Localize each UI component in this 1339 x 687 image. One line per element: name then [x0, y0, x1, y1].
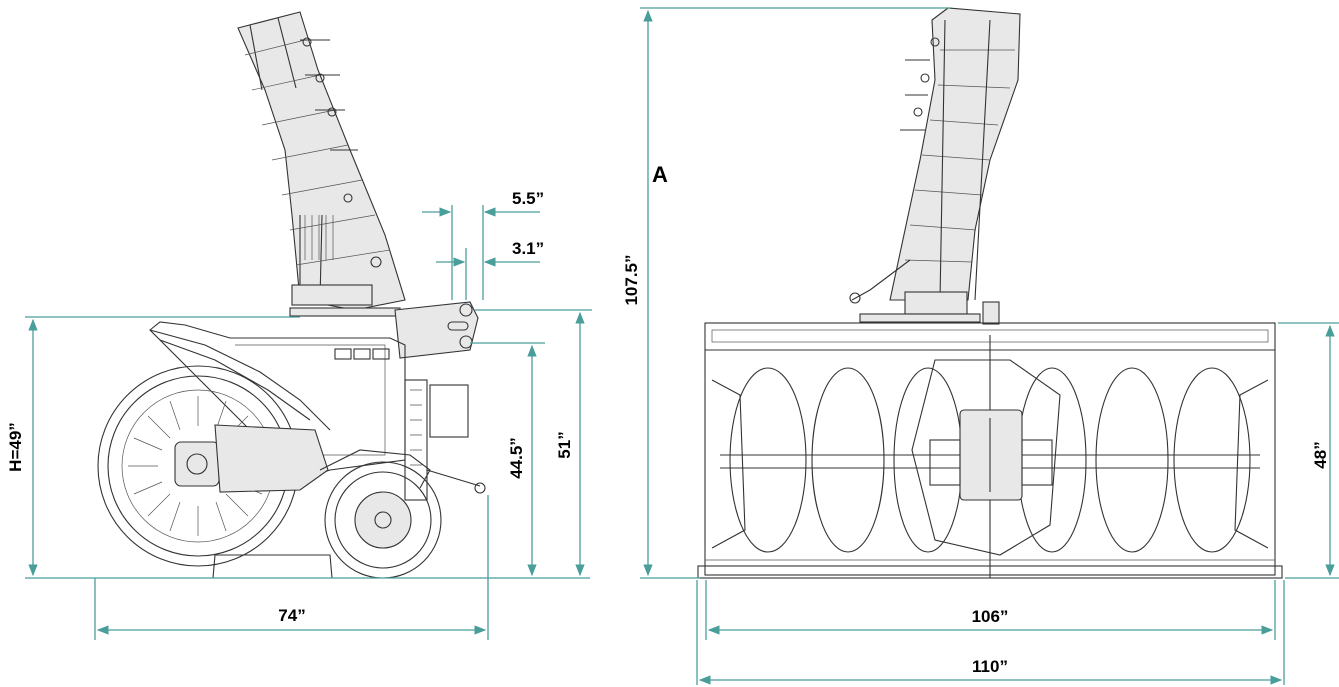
side-mount-plate [394, 301, 479, 359]
side-frame-arm [214, 424, 329, 493]
offset-5-5-label: 5.5” [512, 189, 544, 208]
inner-width-label: 106” [972, 607, 1009, 626]
front-gearbox [929, 409, 1053, 501]
side-chute [237, 11, 406, 311]
overall-height-label: H=49” [6, 422, 25, 472]
front-deck-plate [859, 313, 981, 323]
side-wheel [324, 461, 442, 579]
side-drive-assembly [404, 379, 486, 501]
length-label: 74” [278, 606, 305, 625]
front-dimensions [640, 7, 1339, 685]
front-impeller [911, 359, 1061, 556]
side-deck-plate [289, 307, 401, 317]
side-skid-shoe [212, 554, 333, 579]
side-dimensions [25, 205, 592, 640]
housing-height-label: 48” [1311, 441, 1330, 468]
front-chute [849, 7, 1021, 315]
front-mount-block [982, 301, 1000, 325]
front-cutting-edge [697, 565, 1283, 579]
total-height-label: 107.5” [622, 254, 641, 305]
height-51-label: 51” [555, 431, 574, 458]
marker-a-label: A [652, 162, 668, 187]
outer-width-label: 110” [972, 657, 1008, 676]
offset-3-1-label: 3.1” [512, 239, 544, 258]
front-view-drawing [697, 7, 1283, 579]
side-view-drawing [97, 11, 486, 579]
height-44-5-label: 44.5” [507, 437, 526, 479]
